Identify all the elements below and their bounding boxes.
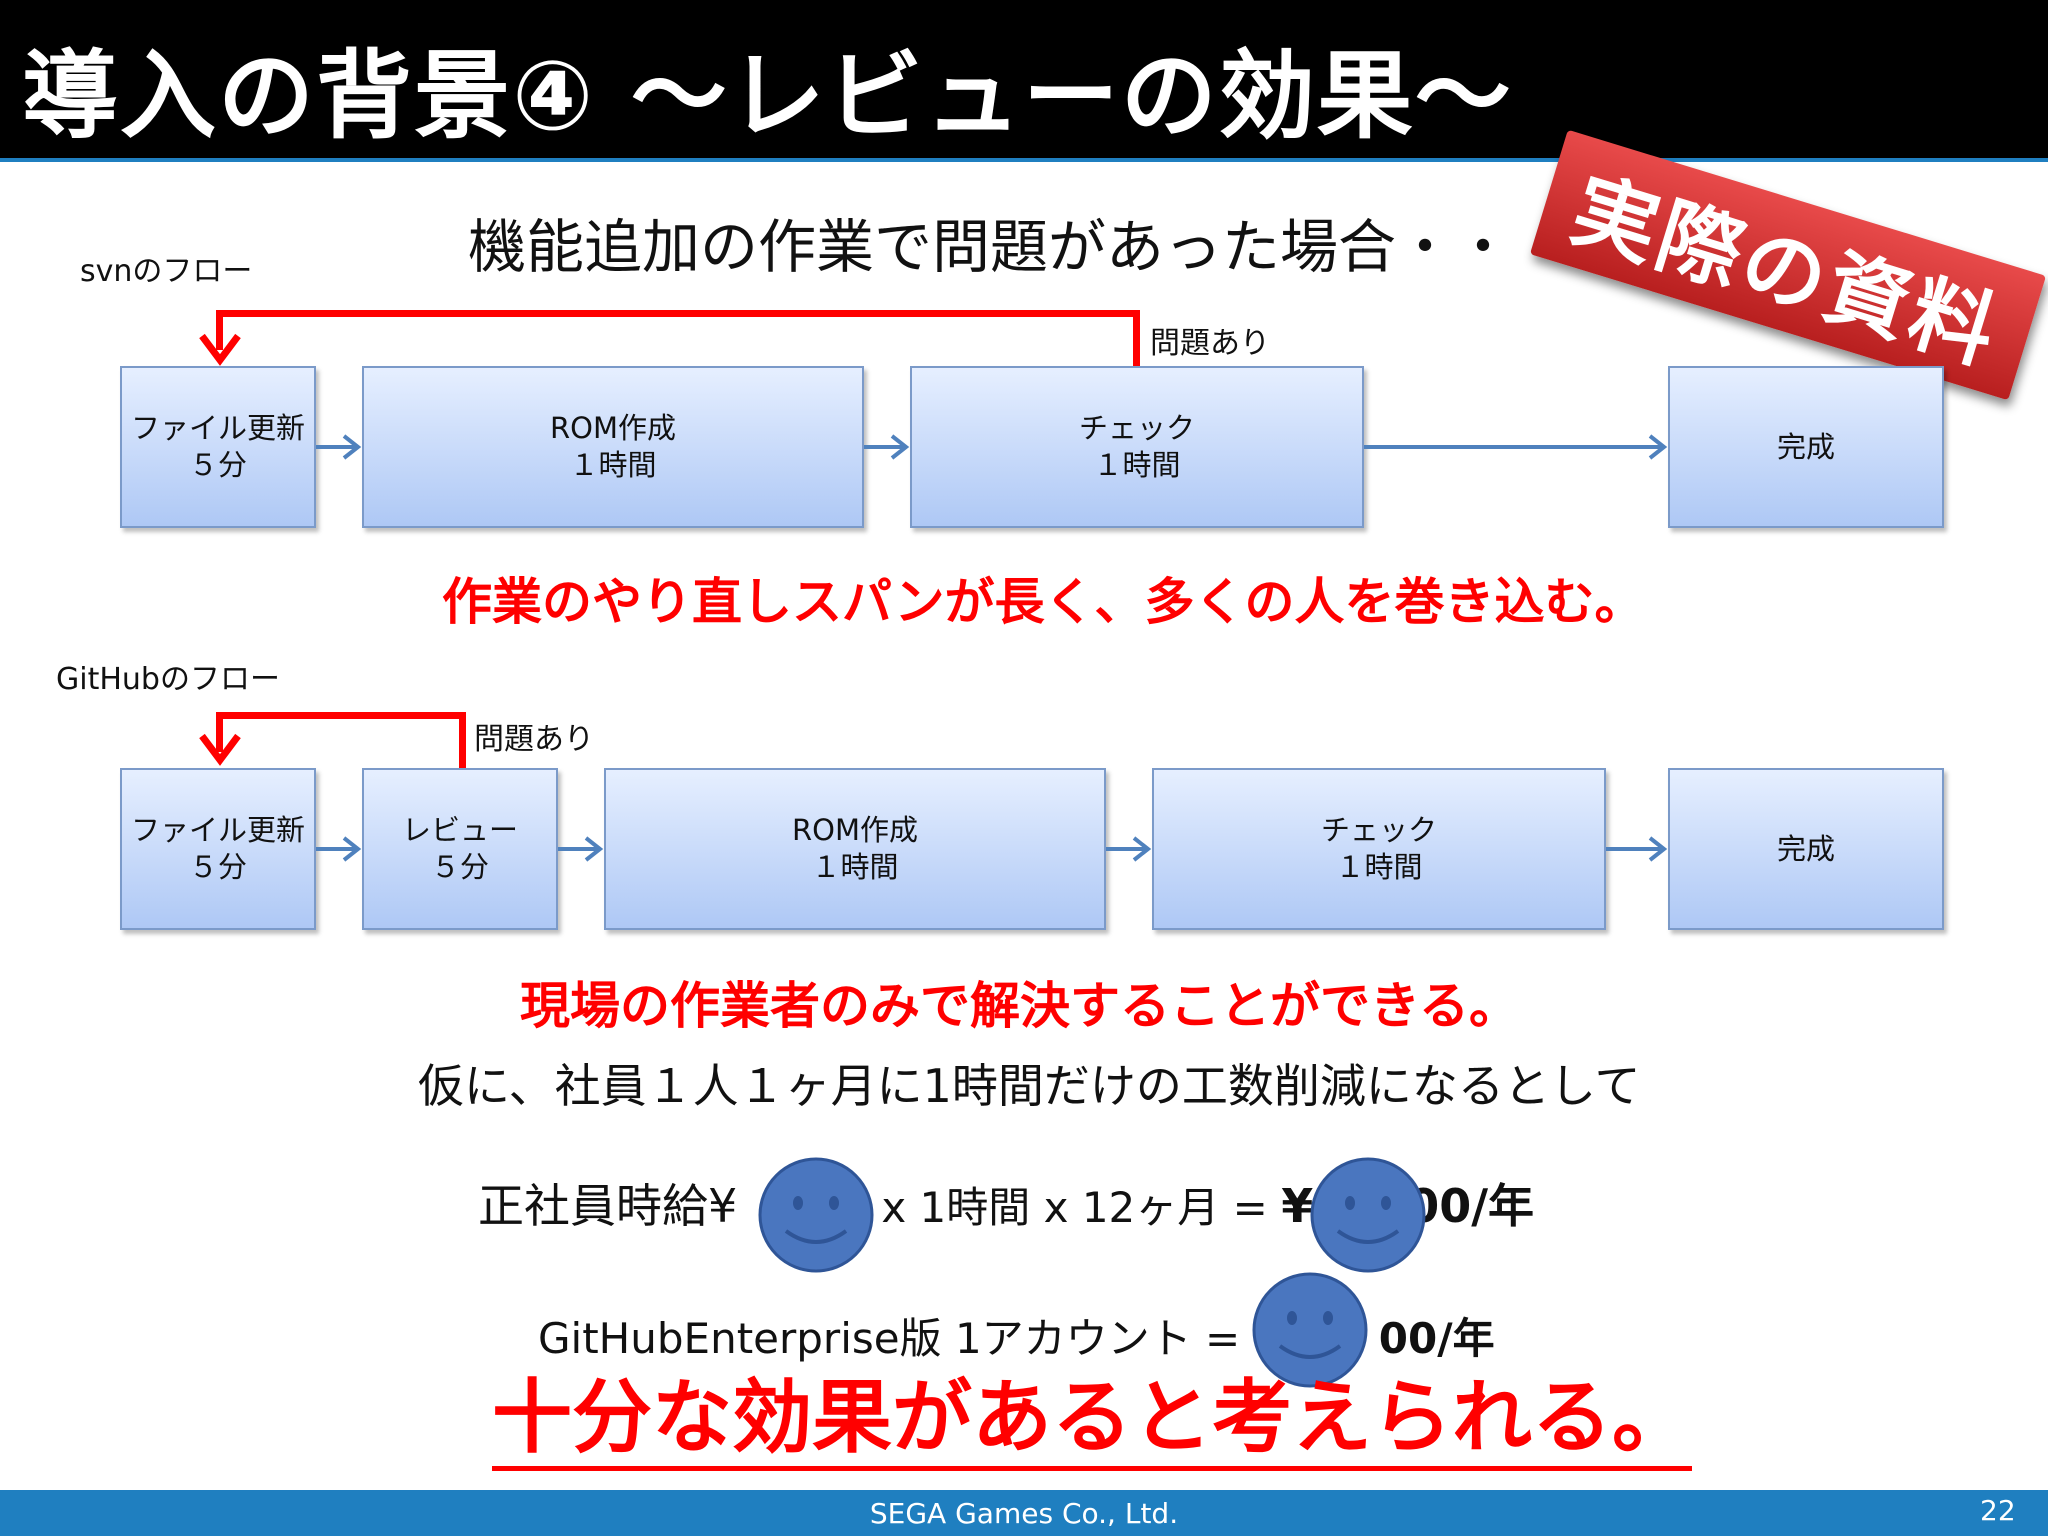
arrow-right-icon bbox=[558, 836, 604, 862]
salary-calc: 正社員時給¥ 0 x 1時間 x 12ヶ月 = ¥00/年 bbox=[478, 1170, 1534, 1236]
arrow-down-icon bbox=[199, 733, 241, 766]
github-loop-top-line bbox=[216, 712, 466, 719]
page-number: 22 bbox=[1980, 1494, 2016, 1527]
step-time: １時間 bbox=[1093, 448, 1181, 482]
svn-loop-left-line bbox=[216, 310, 223, 350]
step-time: ５分 bbox=[188, 448, 247, 482]
header-divider bbox=[0, 158, 2048, 162]
step-name: 完成 bbox=[1776, 429, 1835, 464]
github-loop-left-line bbox=[216, 712, 223, 752]
smiley-face-icon bbox=[1310, 1157, 1426, 1273]
arrow-right-icon bbox=[316, 434, 362, 460]
stamp-text: 実際の資料 bbox=[1561, 160, 2011, 383]
company-name: SEGA Games Co., Ltd. bbox=[869, 1497, 1179, 1530]
github-loop-right-line bbox=[459, 712, 466, 768]
arrow-down-icon bbox=[199, 333, 241, 366]
step-time: ５分 bbox=[188, 850, 247, 884]
svn-step-complete: 完成 bbox=[1668, 366, 1944, 528]
github-message: 現場の作業者のみで解決することができる。 bbox=[520, 977, 1519, 1035]
stamp-badge: 実際の資料 bbox=[1529, 129, 2047, 401]
step-name: 完成 bbox=[1776, 831, 1835, 866]
svn-loop-top-line bbox=[216, 310, 1140, 317]
calc1-yen: ¥ bbox=[1281, 1179, 1314, 1233]
svn-loop-right-line bbox=[1133, 310, 1140, 366]
slide-header bbox=[0, 0, 2048, 158]
github-step-review: レビュー ５分 bbox=[362, 768, 558, 930]
assumption-text: 仮に、社員１人１ヶ月に1時間だけの工数削減になるとして bbox=[418, 1059, 1641, 1113]
conclusion-text: 十分な効果があると考えられる。 bbox=[492, 1370, 1692, 1471]
step-name: ROM作成 bbox=[550, 411, 676, 445]
calc2-prefix: GitHubEnterprise版 1アカウント = bbox=[538, 1314, 1254, 1363]
smiley-face-icon bbox=[758, 1157, 874, 1273]
svn-step-check: チェック １時間 bbox=[910, 366, 1364, 528]
arrow-right-icon bbox=[1106, 836, 1152, 862]
step-name: ROM作成 bbox=[792, 813, 918, 847]
slide-title: 導入の背景④ ～レビューの効果～ bbox=[22, 40, 1513, 152]
arrow-right-icon bbox=[316, 836, 362, 862]
github-problem-label: 問題あり bbox=[474, 722, 594, 757]
svn-flow-label: svnのフロー bbox=[80, 254, 253, 289]
step-time: １時間 bbox=[811, 850, 899, 884]
calc1-mid: 0 x 1時間 x 12ヶ月 = bbox=[841, 1183, 1282, 1232]
step-name: レビュー bbox=[401, 813, 518, 847]
step-name: ファイル更新 bbox=[130, 411, 305, 445]
arrow-right-icon bbox=[1606, 836, 1668, 862]
license-calc: GitHubEnterprise版 1アカウント = ¥00/年 bbox=[538, 1305, 1495, 1366]
step-time: １時間 bbox=[569, 448, 657, 482]
step-name: ファイル更新 bbox=[130, 813, 305, 847]
github-step-complete: 完成 bbox=[1668, 768, 1944, 930]
arrow-right-icon bbox=[864, 434, 910, 460]
github-step-rom-build: ROM作成 １時間 bbox=[604, 768, 1106, 930]
slide-footer bbox=[0, 1490, 2048, 1536]
svn-problem-label: 問題あり bbox=[1150, 326, 1270, 361]
svn-step-rom-build: ROM作成 １時間 bbox=[362, 366, 864, 528]
subtitle: 機能追加の作業で問題があった場合・・・ bbox=[468, 213, 1571, 281]
arrow-right-icon bbox=[1364, 434, 1668, 460]
step-name: チェック bbox=[1078, 411, 1195, 445]
github-flow-label: GitHubのフロー bbox=[56, 662, 280, 697]
calc1-prefix: 正社員時給¥ bbox=[478, 1179, 738, 1233]
svn-message: 作業のやり直しスパンが長く、多くの人を巻き込む。 bbox=[442, 573, 1645, 631]
step-time: ５分 bbox=[430, 850, 489, 884]
step-name: チェック bbox=[1320, 813, 1437, 847]
smiley-face-icon bbox=[1252, 1272, 1368, 1388]
svn-step-file-update: ファイル更新 ５分 bbox=[120, 366, 316, 528]
calc2-suffix: 00/年 bbox=[1378, 1314, 1495, 1363]
step-time: １時間 bbox=[1335, 850, 1423, 884]
github-step-check: チェック １時間 bbox=[1152, 768, 1606, 930]
github-step-file-update: ファイル更新 ５分 bbox=[120, 768, 316, 930]
calc1-suffix: 00/年 bbox=[1407, 1179, 1535, 1233]
